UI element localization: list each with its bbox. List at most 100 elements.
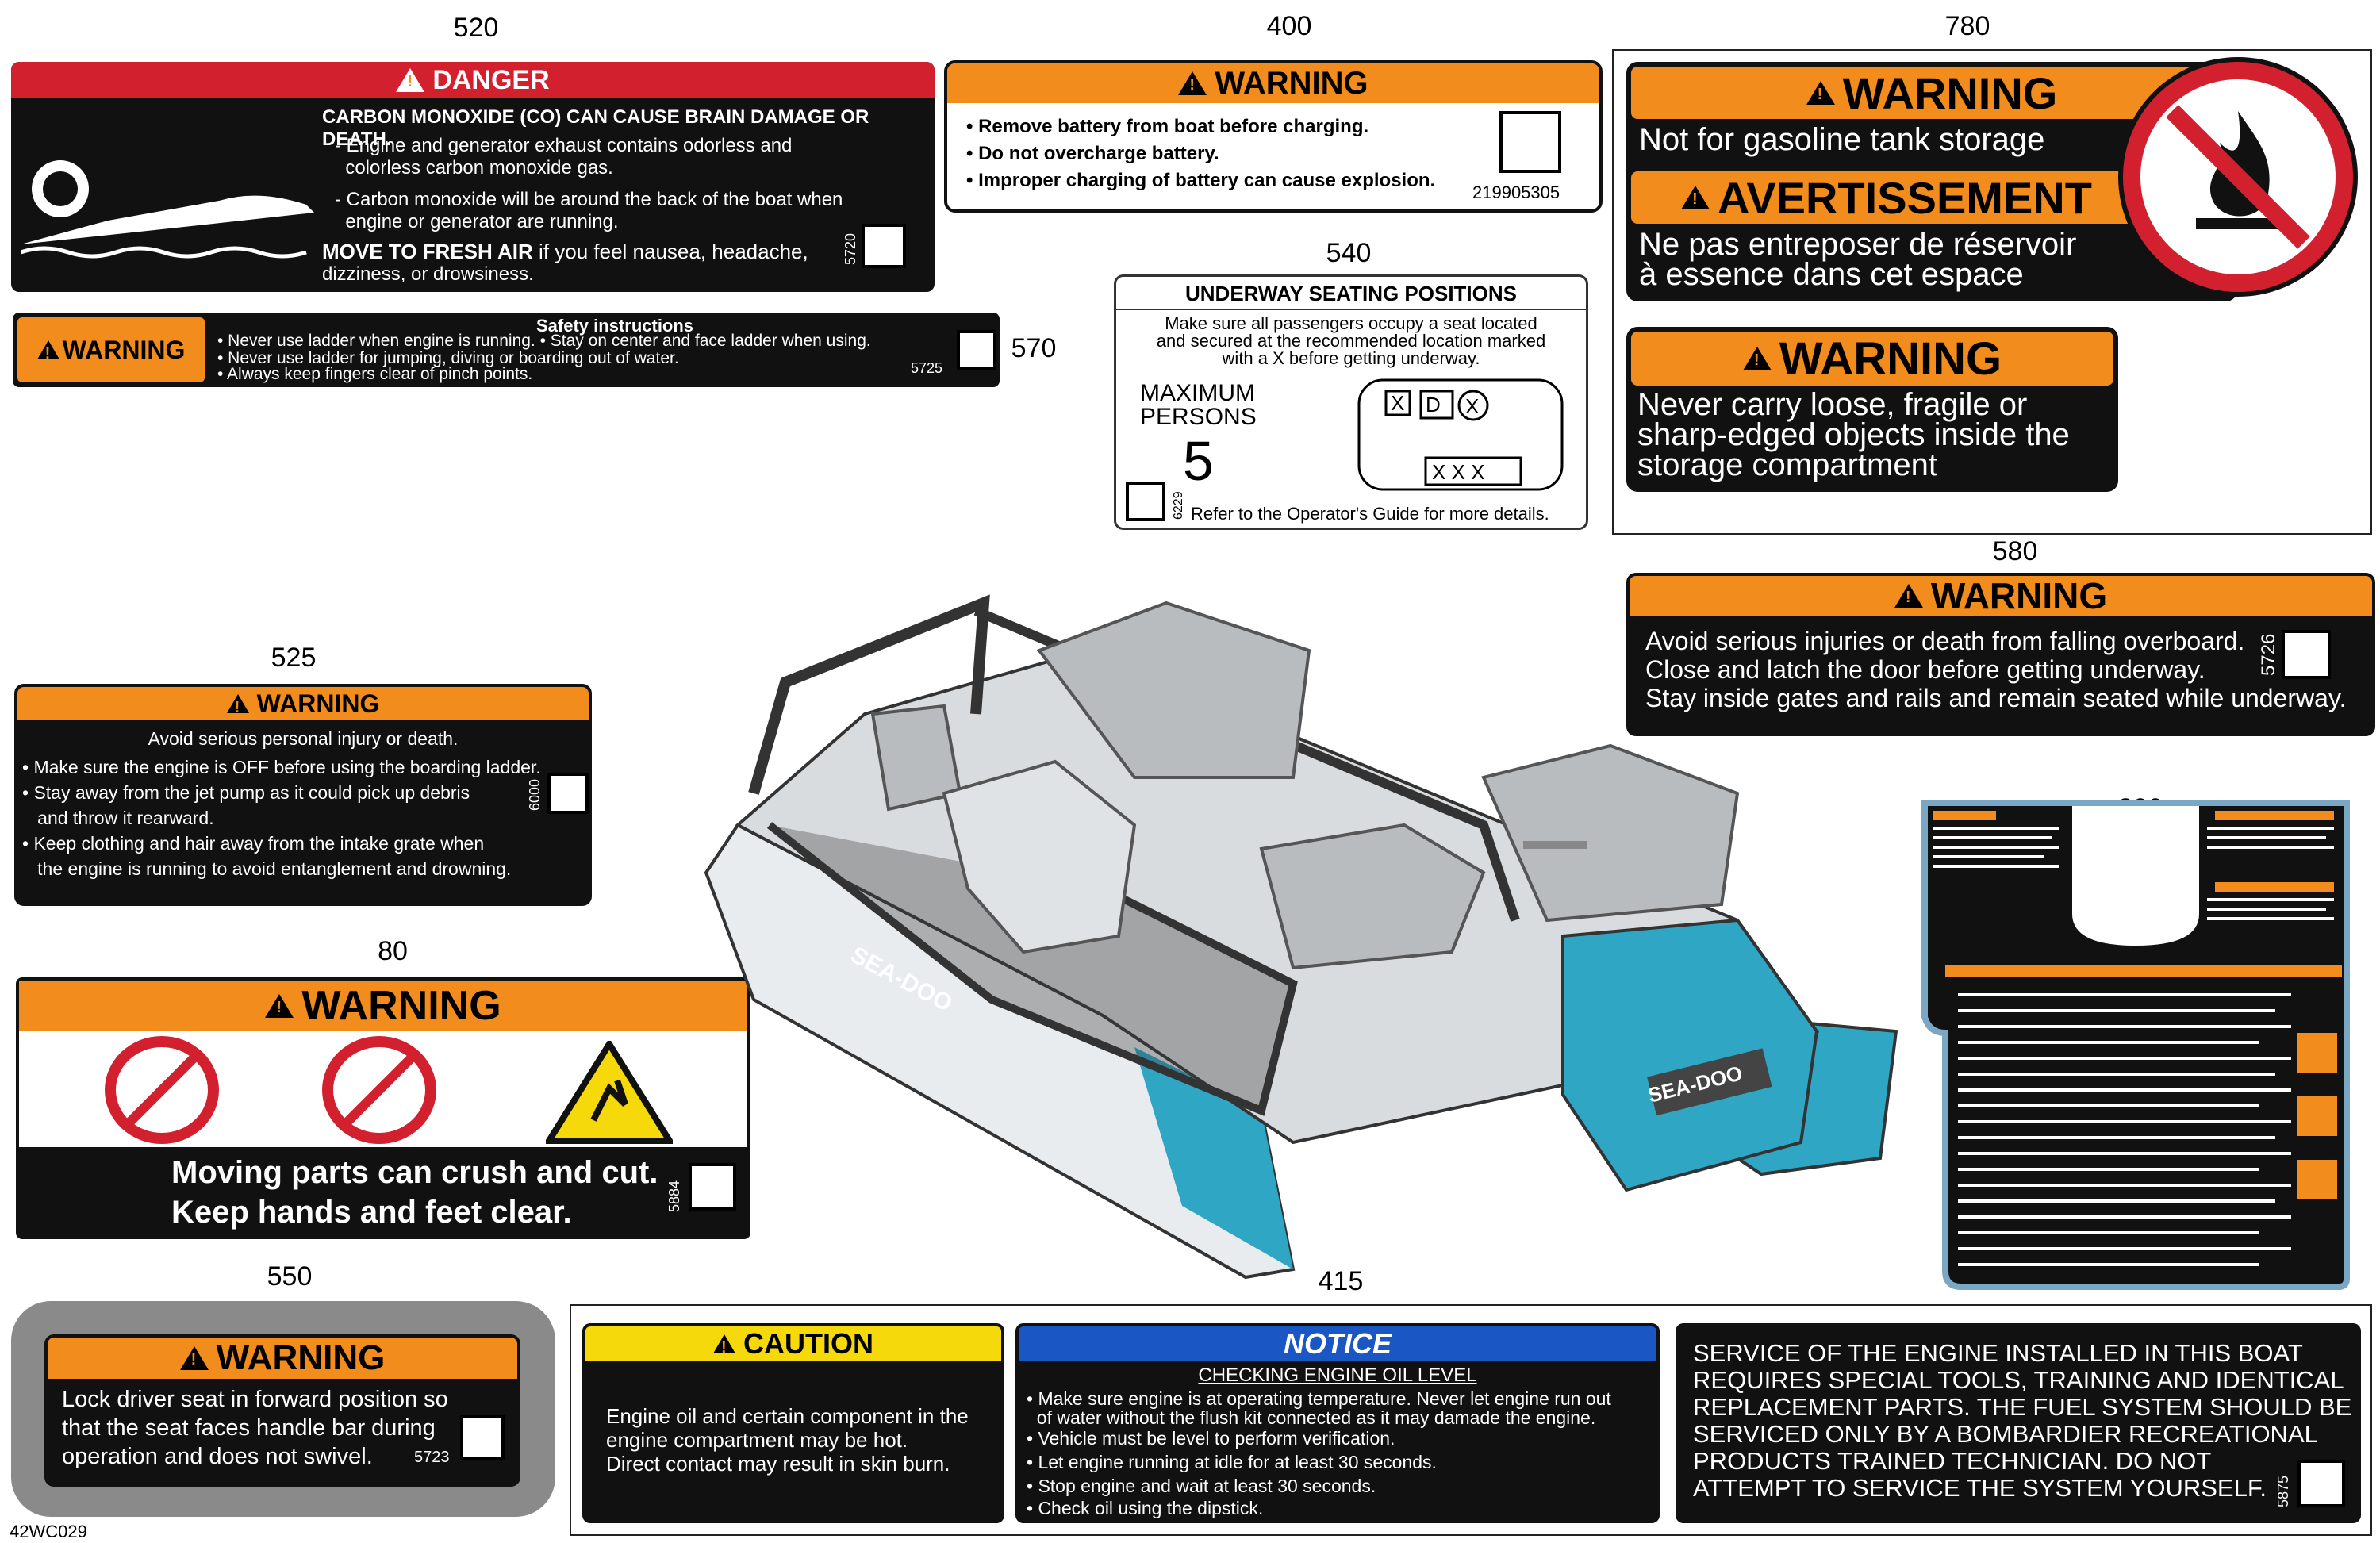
code-5720: 5720	[843, 232, 858, 265]
label-200-helm-decal	[1914, 795, 2358, 1293]
notice-line-5: • Stop engine and wait at least 30 secon…	[1027, 1476, 1376, 1496]
code-5725: 5725	[911, 360, 943, 376]
warning-header: WARNING	[48, 1338, 517, 1379]
qr-code	[1499, 111, 1561, 173]
jet-line-3: and throw it rearward.	[22, 808, 214, 828]
caution-line-2: engine compartment may be hot.	[606, 1428, 908, 1452]
label-520-danger: DANGER CARBON MONOXIDE (CO) CAN CAUSE BR…	[11, 62, 935, 292]
caution-header: CAUTION	[585, 1326, 1001, 1361]
persons-count: 5	[1183, 430, 1214, 492]
callout-400: 400	[1266, 11, 1312, 41]
seat-line-1: Lock driver seat in forward position so	[62, 1387, 448, 1412]
jet-line-5: the engine is running to avoid entanglem…	[22, 858, 512, 879]
label-780-group	[1612, 49, 2372, 535]
overboard-line-1: Avoid serious injuries or death from fal…	[1645, 627, 2245, 655]
danger-fresh-air: MOVE TO FRESH AIR if you feel nausea, he…	[322, 240, 808, 263]
notice-line-4: • Let engine running at idle for at leas…	[1027, 1452, 1437, 1472]
qr-code	[1126, 482, 1165, 521]
service-line-5: PRODUCTS TRAINED TECHNICIAN. DO NOT	[1693, 1447, 2212, 1475]
callout-525: 525	[271, 643, 317, 673]
no-hand-icon	[105, 1036, 219, 1144]
danger-header: DANGER	[11, 62, 935, 98]
seating-instructions: Make sure all passengers occupy a seat l…	[1156, 313, 1546, 368]
qr-code	[460, 1415, 505, 1460]
qr-code	[957, 330, 996, 370]
label-415-notice: NOTICE CHECKING ENGINE OIL LEVEL • Make …	[1015, 1323, 1660, 1523]
storage-text-fr-1: Ne pas entreposer de réservoir	[1639, 227, 2077, 262]
moving-line-1: Moving parts can crush and cut.	[171, 1155, 658, 1190]
loose-line-2: sharp-edged objects inside the	[1637, 417, 2070, 452]
label-415-group	[570, 1304, 2372, 1536]
warning-header: WARNING	[17, 687, 589, 720]
code-5884: 5884	[666, 1180, 682, 1212]
code-5726: 5726	[2258, 633, 2279, 676]
caution-line-3: Direct contact may result in skin burn.	[606, 1452, 950, 1476]
seat-line-2: that the seat faces handle bar during	[62, 1415, 436, 1441]
notice-line-3: • Vehicle must be level to perform verif…	[1027, 1428, 1395, 1449]
storage-text-fr-2: à essence dans cet espace	[1639, 257, 2024, 292]
ladder-line-3: • Always keep fingers clear of pinch poi…	[217, 365, 533, 383]
svg-text:X: X	[1465, 394, 1479, 418]
ladder-line-2: • Never use ladder for jumping, diving o…	[217, 349, 679, 367]
code-6000: 6000	[527, 778, 543, 811]
boat-illustration: SEA-DOO SEA-DOO	[690, 587, 1912, 1285]
callout-540: 540	[1326, 238, 1372, 268]
label-570-ladder: WARNING Safety instructions • Never use …	[13, 313, 1000, 387]
figure-id: 42WC029	[10, 1522, 87, 1541]
label-525-warning: WARNING Avoid serious personal injury or…	[14, 684, 592, 906]
qr-code	[689, 1163, 736, 1211]
callout-550: 550	[267, 1261, 313, 1292]
danger-title: CARBON MONOXIDE (CO) CAN CAUSE BRAIN DAM…	[322, 106, 869, 150]
safety-title: Safety instructions	[536, 316, 694, 336]
service-line-6: ATTEMPT TO SERVICE THE SYSTEM YOURSELF.	[1693, 1474, 2267, 1502]
loose-line-1: Never carry loose, fragile or	[1637, 387, 2028, 422]
no-fire-icon	[2123, 62, 2353, 292]
code-5723: 5723	[414, 1449, 450, 1466]
co-person-icon	[20, 141, 322, 260]
jet-line-1: • Make sure the engine is OFF before usi…	[22, 757, 541, 777]
callout-415: 415	[1318, 1266, 1364, 1296]
seating-footer: Refer to the Operator's Guide for more d…	[1191, 504, 1549, 524]
overboard-line-2: Close and latch the door before getting …	[1645, 655, 2205, 684]
code-5875: 5875	[2275, 1475, 2291, 1507]
qr-code	[547, 773, 589, 814]
danger-line-3: - Carbon monoxide will be around the bac…	[335, 189, 843, 210]
code-6229: 6229	[1172, 491, 1185, 520]
notice-line-6: • Check oil using the dipstick.	[1027, 1498, 1264, 1518]
label-540-seating: UNDERWAY SEATING POSITIONS Make sure all…	[1114, 274, 1588, 530]
jet-line-2: • Stay away from the jet pump as it coul…	[22, 782, 470, 803]
seating-title: UNDERWAY SEATING POSITIONS	[1184, 282, 1517, 305]
jet-line-4: • Keep clothing and hair away from the i…	[22, 833, 485, 854]
crush-hazard-icon	[543, 1038, 676, 1144]
svg-text:X X X: X X X	[1432, 460, 1484, 484]
callout-520: 520	[453, 13, 499, 43]
svg-text:D: D	[1426, 393, 1441, 416]
no-foot-icon	[322, 1036, 436, 1144]
service-line-3: REPLACEMENT PARTS. THE FUEL SYSTEM SHOUL…	[1693, 1393, 2352, 1421]
notice-line-1: • Make sure engine is at operating tempe…	[1027, 1388, 1611, 1409]
notice-header: NOTICE	[1019, 1326, 1656, 1361]
caution-line-1: Engine oil and certain component in the	[606, 1404, 969, 1428]
label-415-service: SERVICE OF THE ENGINE INSTALLED IN THIS …	[1676, 1323, 2361, 1523]
label-580-overboard: WARNING Avoid serious injuries or death …	[1626, 573, 2375, 736]
danger-line-2: colorless carbon monoxide gas.	[335, 157, 613, 178]
service-line-1: SERVICE OF THE ENGINE INSTALLED IN THIS …	[1693, 1339, 2303, 1367]
qr-code	[862, 224, 906, 268]
notice-line-2: of water without the flush kit connected…	[1027, 1407, 1596, 1428]
callout-80: 80	[378, 936, 408, 966]
seat-line-3: operation and does not swivel.	[62, 1444, 373, 1469]
svg-text:X: X	[1391, 391, 1404, 415]
danger-line-4: engine or generator are running.	[335, 211, 619, 232]
ladder-line-1: • Never use ladder when engine is runnin…	[217, 332, 871, 350]
danger-tail: dizziness, or drowsiness.	[322, 263, 534, 285]
label-80-moving-parts: WARNING Moving parts can crush and cut. …	[16, 977, 750, 1239]
moving-line-2: Keep hands and feet clear.	[171, 1195, 572, 1230]
battery-line-2: • Do not overcharge battery.	[966, 143, 1219, 164]
callout-580: 580	[1992, 536, 2038, 566]
label-415-caution: CAUTION Engine oil and certain component…	[582, 1323, 1004, 1523]
battery-line-1: • Remove battery from boat before chargi…	[966, 116, 1369, 137]
warning-sub: Avoid serious personal injury or death.	[148, 728, 459, 749]
warning-header: WARNING	[947, 63, 1599, 103]
loose-line-3: storage compartment	[1637, 447, 1937, 482]
